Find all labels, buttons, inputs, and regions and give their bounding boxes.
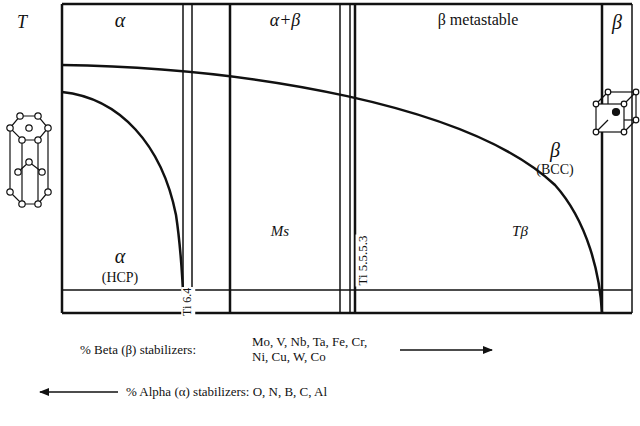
- axis-caption: % Beta (β) stabilizers:: [80, 343, 196, 358]
- beta-arrow: [400, 349, 492, 351]
- curve-label: Tβ: [512, 223, 528, 240]
- region-label: α: [115, 9, 126, 32]
- alpha-arrow: [40, 391, 118, 393]
- axis-caption: % Alpha (α) stabilizers: O, N, B, C, Al: [126, 385, 327, 400]
- martensite-start-curve: [62, 92, 184, 313]
- frame: [62, 4, 632, 313]
- region-label: β: [612, 11, 622, 34]
- alloy-label: Ti 5.5.5.3: [356, 234, 371, 286]
- curve-label: Ms: [271, 223, 289, 240]
- alloy-label: Ti 6.4: [181, 287, 195, 317]
- element-list: Mo, V, Nb, Ta, Fe, Cr, Ni, Cu, W, Co: [252, 335, 380, 365]
- phase-label: α: [115, 245, 126, 268]
- region-label: α+β: [270, 10, 301, 31]
- phase-label: (HCP): [102, 270, 139, 286]
- beta-transus-curve: [62, 65, 602, 313]
- bcc-cell-icon: [593, 89, 639, 135]
- axis-label: T: [17, 12, 27, 33]
- phase-label: β: [550, 139, 560, 162]
- hcp-cell-icon: [7, 113, 51, 207]
- composition-lines: [62, 4, 632, 313]
- phase-label: (BCC): [536, 162, 573, 178]
- region-label: β metastable: [438, 11, 519, 29]
